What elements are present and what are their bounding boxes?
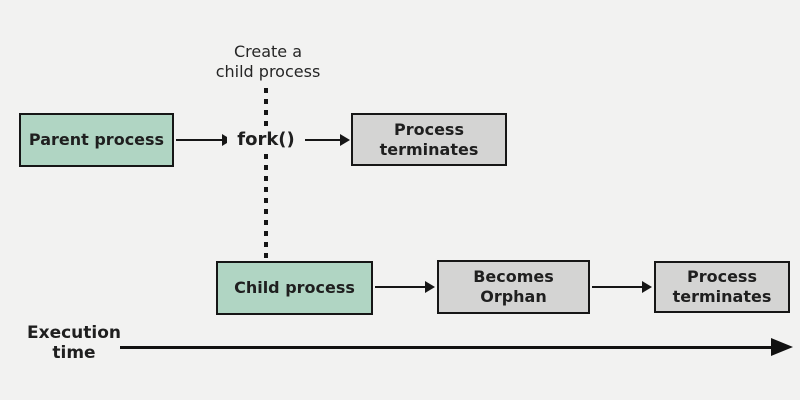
arrow-head-icon [340, 134, 350, 146]
arrow-head-icon [642, 281, 652, 293]
arrow-shaft [300, 139, 342, 141]
process-terminates-top-node: Process terminates [351, 113, 507, 166]
arrow-shaft [176, 139, 224, 141]
create-child-annotation: Create a child process [215, 42, 321, 81]
process-terminates-bottom-label: Process terminates [672, 267, 772, 306]
axis-arrow-head-icon [771, 338, 793, 356]
axis-shaft [120, 346, 775, 349]
arrow-shaft [375, 286, 427, 288]
parent-process-label: Parent process [28, 130, 165, 149]
child-process-label: Child process [234, 278, 355, 297]
process-terminates-top-label: Process terminates [379, 119, 479, 159]
arrow-shaft [592, 286, 644, 288]
becomes-orphan-node: Becomes Orphan [437, 260, 590, 314]
execution-time-axis-arrow [120, 338, 793, 356]
child-process-node: Child process [216, 261, 373, 315]
process-terminates-bottom-node: Process terminates [654, 261, 790, 313]
parent-process-node: Parent process [19, 113, 174, 167]
arrow-head-icon [425, 281, 435, 293]
fork-call-label: fork() [227, 126, 305, 154]
fork-dotted-line [264, 88, 268, 258]
becomes-orphan-label: Becomes Orphan [473, 267, 554, 306]
execution-time-label: Execution time [26, 323, 122, 363]
